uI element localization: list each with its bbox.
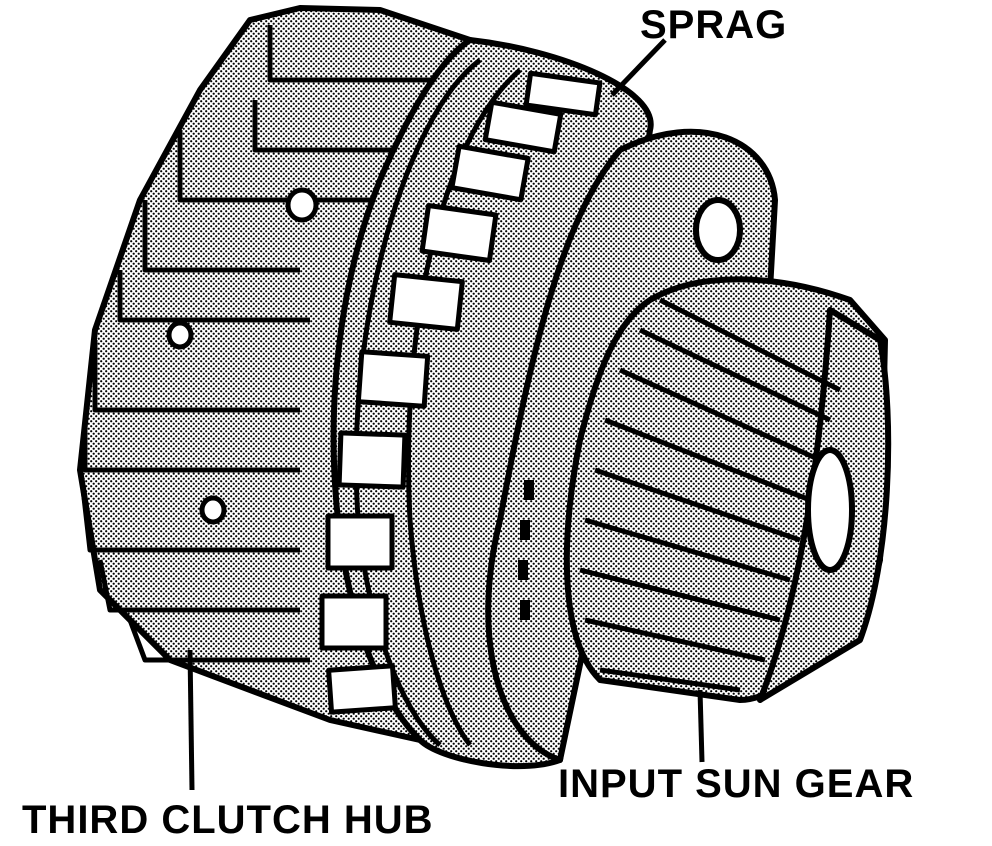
leader-lines [187, 38, 705, 791]
label-sprag: SPRAG [640, 3, 787, 47]
input-sun-gear [485, 128, 892, 763]
sprag-windows [319, 70, 603, 715]
third-clutch-hub-leader [187, 649, 195, 791]
sprag-leader [610, 38, 667, 97]
label-input-sun-gear: INPUT SUN GEAR [558, 762, 914, 806]
label-third-clutch-hub: THIRD CLUTCH HUB [22, 798, 434, 842]
input-sun-gear-leader [697, 689, 705, 763]
